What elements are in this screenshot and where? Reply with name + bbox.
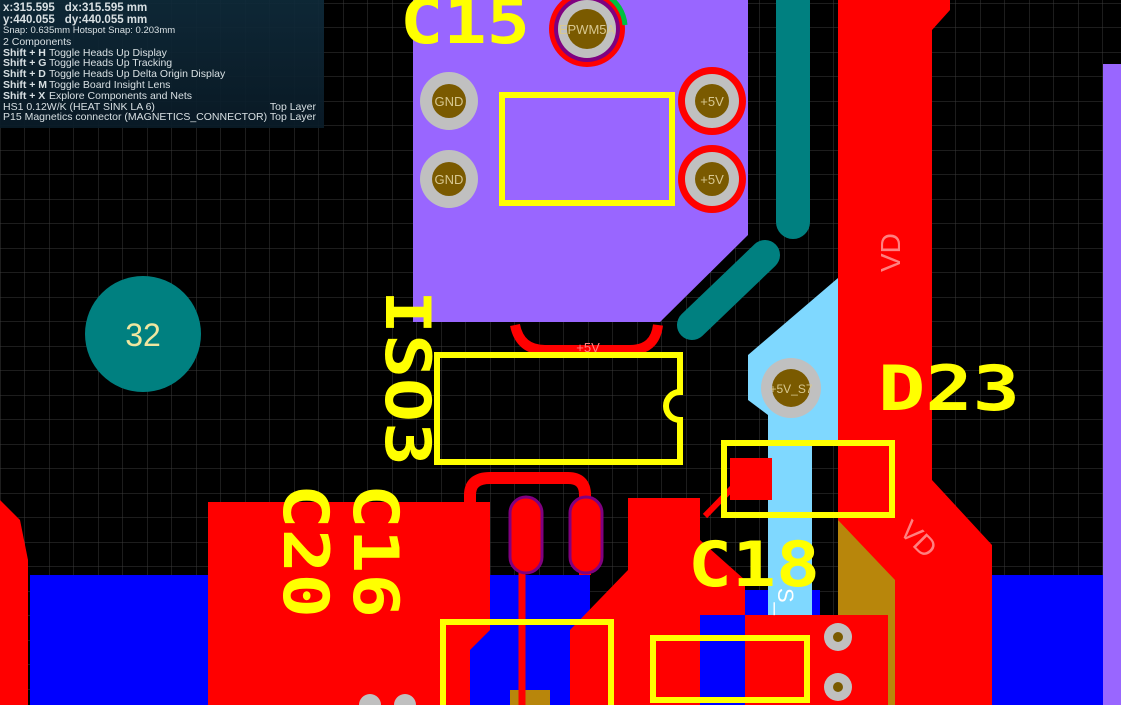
c16-silk-outline xyxy=(440,619,614,705)
plus5v-trace-label: +5V xyxy=(576,340,600,355)
hud-shortcut-key: Shift + G xyxy=(3,57,47,70)
plus5v-pad-2-label: +5V xyxy=(700,172,724,187)
gnd-pad-1[interactable]: GND xyxy=(420,72,478,130)
hud-shortcut-key: Shift + H xyxy=(3,46,46,59)
plus5v-s7-pad-label: +5V_S7 xyxy=(769,382,812,396)
hud-dx-value: dx:315.595 mm xyxy=(64,2,148,14)
epwm5a-pad-label: EPWM5A xyxy=(559,22,616,37)
d23-silk-outline xyxy=(721,440,895,518)
plus5v-pad-1[interactable]: +5V xyxy=(678,67,746,135)
net-s-partial: S_ xyxy=(773,588,798,616)
right-purple-edge xyxy=(1103,64,1121,705)
hud-shortcut-label: Explore Components and Nets xyxy=(49,89,192,102)
plus5v-pad-1-label: +5V xyxy=(700,94,724,109)
small-via-3[interactable] xyxy=(359,694,381,705)
hud-shortcut-key: Shift + X xyxy=(3,89,46,102)
plus5v-s7-pad[interactable]: +5V_S7 xyxy=(761,358,821,418)
hud-dy-value: dy:440.055 mm xyxy=(64,13,148,26)
hud-shortcut-key: Shift + D xyxy=(3,68,46,81)
gold-strip xyxy=(510,690,550,705)
hud-component-count: 2 Components xyxy=(3,35,72,48)
hud-shortcut-label: Toggle Heads Up Display xyxy=(49,46,167,59)
c18-silk-outline xyxy=(650,635,810,703)
plus5v-pad-2[interactable]: +5V xyxy=(678,145,746,213)
hud-component-row: HS1 0.12W/K (HEAT SINK LA 6) Top Layer xyxy=(3,100,324,113)
designator-c18[interactable]: C18 xyxy=(688,528,820,601)
via-32-label: 32 xyxy=(125,317,161,353)
designator-iso3[interactable]: ISO3 xyxy=(371,290,444,466)
iso3-silk-outline xyxy=(434,352,683,465)
silkscreen-overlay xyxy=(434,92,895,705)
gnd-pad-1-label: GND xyxy=(435,94,464,109)
small-via-1[interactable] xyxy=(824,623,852,651)
hud-shortcut-label: Toggle Heads Up Tracking xyxy=(49,57,173,70)
small-via-4[interactable] xyxy=(394,694,416,705)
epwm5a-pad[interactable]: EPWM5A xyxy=(549,0,628,67)
small-via-2[interactable] xyxy=(824,673,852,701)
hud-shortcut-label: Toggle Board Insight Lens xyxy=(49,78,171,91)
hud-component-row: P15 Magnetics connector (MAGNETICS_CONNE… xyxy=(3,112,324,123)
hud-y-value: y:440.055 xyxy=(3,13,55,26)
heads-up-display: x:315.595 dx:315.595 mm y:440.055 dy:440.0… xyxy=(0,0,324,128)
hud-y-row: y:440.055 dy:440.055 mm xyxy=(3,13,324,27)
net-vd-top: VD xyxy=(875,233,906,272)
via-32[interactable] xyxy=(85,276,201,392)
hud-x-value: x:315.595 xyxy=(3,2,55,14)
hs1-silk-outline xyxy=(499,92,675,206)
light-blue-pour xyxy=(748,278,838,620)
designator-c20[interactable]: C20 xyxy=(269,484,342,618)
hud-component-layer: Top Layer xyxy=(269,111,316,124)
pad-right-oval[interactable] xyxy=(568,495,604,575)
gnd-pad-2[interactable]: GND xyxy=(420,150,478,208)
hud-shortcut-label: Toggle Heads Up Delta Origin Display xyxy=(49,68,226,81)
hud-shortcut-key: Shift + M xyxy=(3,78,48,91)
designator-c15[interactable]: C15 xyxy=(400,0,530,58)
hud-component-name: P15 Magnetics connector (MAGNETICS_CONNE… xyxy=(3,111,268,124)
hud-x-row: x:315.595 dx:315.595 mm xyxy=(3,2,324,15)
designator-d23[interactable]: D23 xyxy=(878,352,1020,425)
pad-left-oval[interactable] xyxy=(508,495,544,575)
hud-component-name: HS1 0.12W/K (HEAT SINK LA 6) xyxy=(3,100,155,113)
hud-component-layer: Top Layer xyxy=(269,100,316,113)
teal-trace-diagonal xyxy=(677,240,780,340)
gnd-pad-2-label: GND xyxy=(435,172,464,187)
designator-c16[interactable]: C16 xyxy=(339,484,412,618)
hud-snap-text: Snap: 0.635mm Hotspot Snap: 0.203mm xyxy=(3,25,176,36)
heatsink-body[interactable] xyxy=(413,0,748,322)
